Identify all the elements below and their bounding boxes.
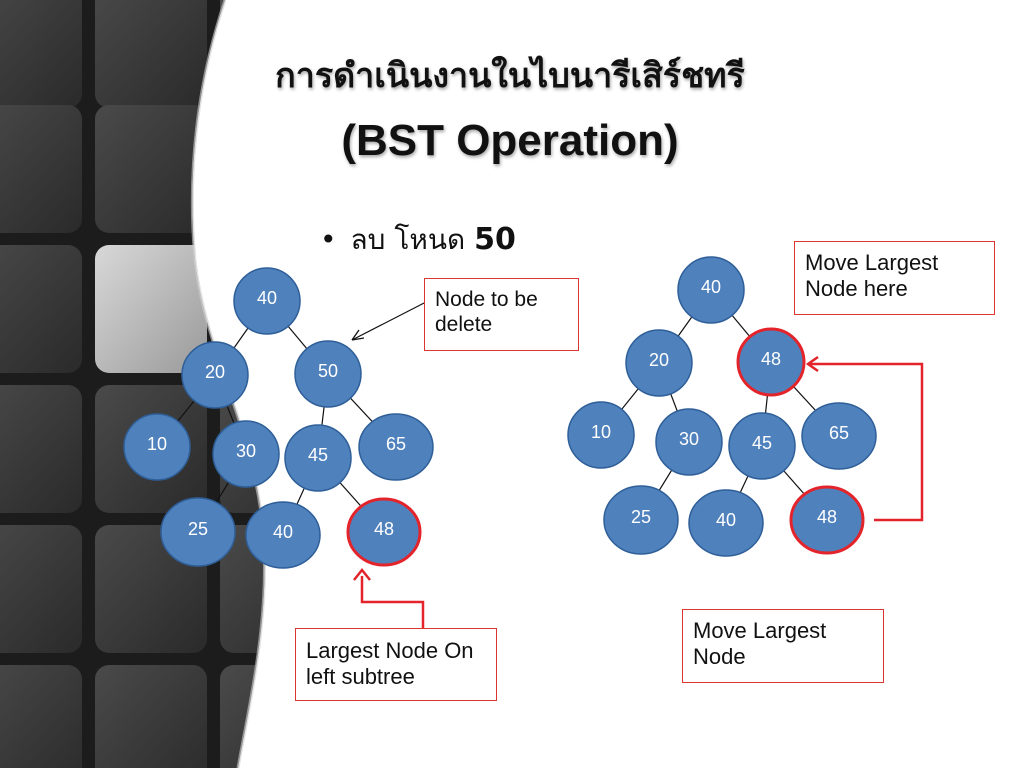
callout-move-largest-text: Move Largest Node [693, 618, 827, 670]
bullet-number: 50 [474, 222, 516, 257]
before-node-label: 48 [374, 519, 394, 539]
before-node-25: 25 [160, 497, 236, 567]
callout-move-here: Move Largest Node here [794, 241, 995, 315]
bullet-dot: • [320, 223, 337, 256]
before-node-circle [294, 340, 362, 408]
background-tile [95, 665, 207, 768]
after-node-circle [688, 489, 764, 557]
before-node-20: 20 [181, 341, 249, 409]
after-node-circle [728, 412, 796, 480]
after-node-circle [567, 401, 635, 469]
after-node-65: 65 [801, 402, 877, 470]
before-node-circle [346, 497, 422, 567]
after-node-25: 25 [603, 485, 679, 555]
background-tile [0, 665, 82, 768]
before-node-50: 50 [294, 340, 362, 408]
after-node-label: 48 [761, 349, 781, 369]
before-node-label: 30 [236, 441, 256, 461]
before-node-circle [233, 267, 301, 335]
before-node-label: 50 [318, 361, 338, 381]
callout-largest-node-left-text: Largest Node On left subtree [306, 638, 474, 690]
bullet-delete-node: • ลบ โหนด 50 [320, 218, 516, 262]
callout-move-largest: Move Largest Node [682, 609, 884, 683]
tree-after-nodes: 40 20 48 10 30 45 65 25 40 48 [567, 256, 877, 557]
callout-node-to-delete: Node to be delete [424, 278, 579, 351]
after-node-48: 48 [789, 485, 865, 555]
after-node-label: 40 [701, 277, 721, 297]
after-node-circle [736, 327, 806, 397]
slide-title-thai: การดำเนินงานในไบนารีเสิร์ชทรี [275, 56, 745, 96]
after-node-20: 20 [625, 329, 693, 397]
before-node-40: 40 [245, 501, 321, 569]
background-tile [220, 525, 265, 653]
after-node-circle [655, 408, 723, 476]
callout-largest-node-left: Largest Node On left subtree [295, 628, 497, 701]
after-node-label: 40 [716, 510, 736, 530]
background-tile [0, 0, 82, 108]
tree-before-nodes: 40 20 50 10 30 45 65 25 40 48 [123, 267, 434, 569]
after-node-40: 40 [688, 489, 764, 557]
before-node-30: 30 [212, 420, 280, 488]
move-node-arrow [808, 362, 924, 522]
after-node-circle [677, 256, 745, 324]
after-node-label: 30 [679, 429, 699, 449]
after-node-label: 20 [649, 350, 669, 370]
largest-node-arrowhead [353, 567, 371, 581]
before-node-circle [284, 424, 352, 492]
before-node-label: 20 [205, 362, 225, 382]
before-node-label: 65 [386, 434, 406, 454]
highlight-tile [95, 245, 207, 373]
delete-pointer-arrowhead [351, 329, 365, 341]
largest-node-arrow [360, 576, 425, 630]
before-node-circle [123, 413, 191, 481]
before-node-65: 65 [358, 413, 434, 481]
after-node-label: 48 [817, 507, 837, 527]
before-node-40: 40 [233, 267, 301, 335]
after-node-label: 10 [591, 422, 611, 442]
after-node-30: 30 [655, 408, 723, 476]
before-node-48: 48 [346, 497, 422, 567]
move-node-arrowhead [805, 355, 819, 373]
after-node-label: 45 [752, 433, 772, 453]
before-node-circle [245, 501, 321, 569]
callout-node-to-delete-text: Node to be delete [435, 288, 538, 337]
before-node-circle [160, 497, 236, 567]
before-node-label: 45 [308, 445, 328, 465]
before-node-10: 10 [123, 413, 191, 481]
after-node-label: 65 [829, 423, 849, 443]
after-node-48: 48 [736, 327, 806, 397]
after-node-circle [603, 485, 679, 555]
delete-pointer-arrow [351, 300, 429, 341]
before-node-circle [181, 341, 249, 409]
slide-title-english: (BST Operation) [341, 116, 679, 165]
before-node-circle [358, 413, 434, 481]
bullet-text: ลบ โหนด [350, 223, 466, 256]
background-tile [0, 525, 82, 653]
after-node-circle [625, 329, 693, 397]
after-node-45: 45 [728, 412, 796, 480]
before-node-label: 10 [147, 434, 167, 454]
before-node-label: 40 [257, 288, 277, 308]
before-node-label: 40 [273, 522, 293, 542]
before-node-label: 25 [188, 519, 208, 539]
after-node-circle [801, 402, 877, 470]
after-node-label: 25 [631, 507, 651, 527]
before-node-circle [212, 420, 280, 488]
background-tile [0, 245, 82, 373]
before-node-45: 45 [284, 424, 352, 492]
background-tile [95, 105, 207, 233]
callout-move-here-text: Move Largest Node here [805, 250, 939, 302]
after-node-10: 10 [567, 401, 635, 469]
after-node-40: 40 [677, 256, 745, 324]
background-tile [95, 0, 207, 108]
background-tile [0, 385, 82, 513]
after-node-circle [789, 485, 865, 555]
background-tile [0, 105, 82, 233]
